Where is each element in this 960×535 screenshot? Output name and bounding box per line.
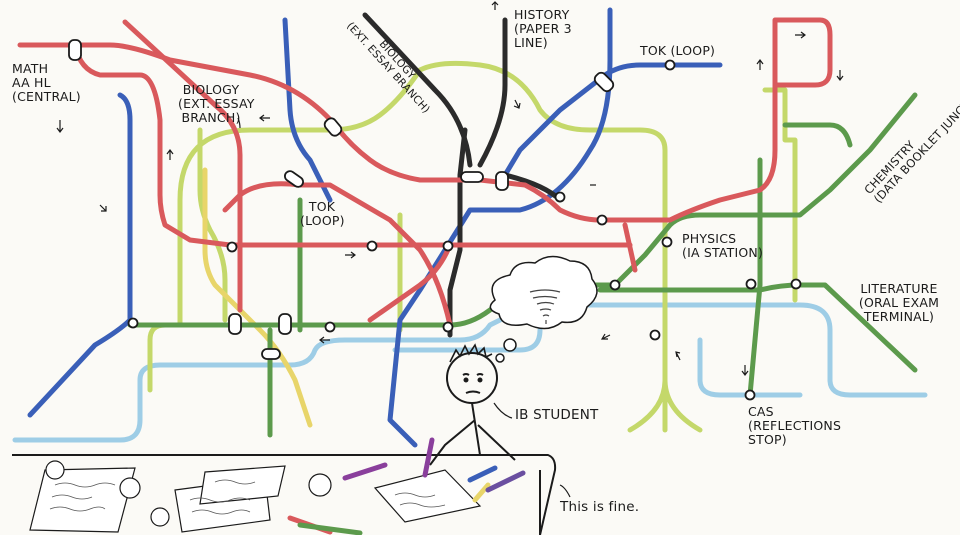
papers xyxy=(29,465,482,533)
math-line-label: MATH AA HL (CENTRAL) xyxy=(12,61,81,104)
ib-student-label: IB STUDENT xyxy=(515,407,599,423)
red-line xyxy=(17,17,833,328)
light-blue-line xyxy=(12,302,928,443)
direction-arrows xyxy=(56,1,844,376)
paper-scribbles xyxy=(49,479,446,515)
history-line-label: HISTORY (PAPER 3 LINE) xyxy=(514,7,572,50)
biology-branch-label: BIOLOGY (EXT. ESSAY BRANCH) xyxy=(178,82,255,125)
lime-line xyxy=(147,60,798,433)
caption-text: This is fine. xyxy=(560,499,640,515)
literature-terminal-label: LITERATURE (ORAL EXAM TERMINAL) xyxy=(858,281,940,324)
yellow-line xyxy=(202,167,313,428)
physics-station-label: PHYSICS (IA STATION) xyxy=(682,231,764,260)
tornado-icon xyxy=(529,289,561,324)
thought-bubble xyxy=(489,255,598,363)
tok-top-label: TOK (LOOP) xyxy=(640,43,716,58)
label-pointers xyxy=(237,117,571,498)
tok-mid-label: TOK (LOOP) xyxy=(300,199,345,228)
cas-stop-label: CAS (REFLECTIONS STOP) xyxy=(748,404,842,447)
black-line xyxy=(362,12,563,338)
ib-student-figure xyxy=(429,343,516,466)
pencil-in-hand xyxy=(422,437,435,478)
stations xyxy=(68,39,802,401)
crumpled-paper xyxy=(45,460,332,527)
pens xyxy=(287,462,526,535)
